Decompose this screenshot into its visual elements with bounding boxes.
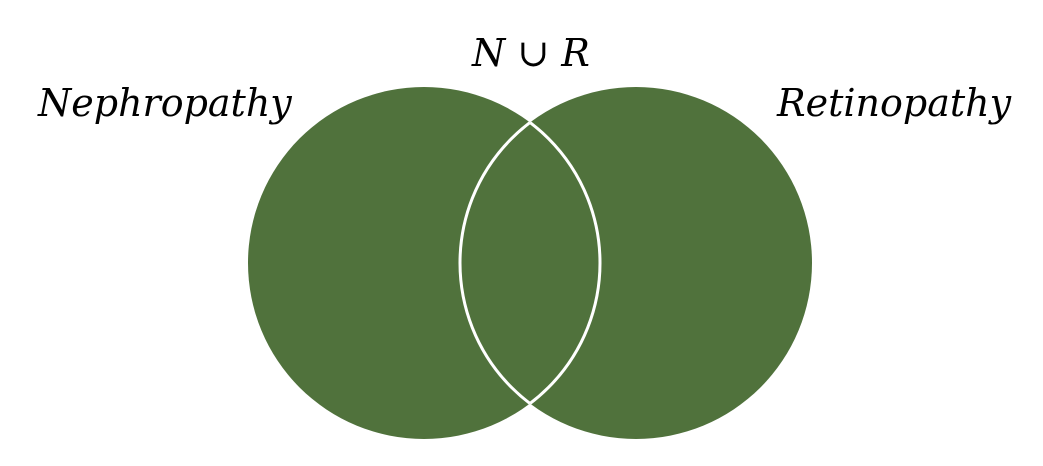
union-label: N ∪ R bbox=[472, 31, 590, 75]
nephropathy-label: Nephropathy bbox=[38, 81, 292, 125]
retinopathy-circle-outline bbox=[458, 87, 600, 439]
retinopathy-label: Retinopathy bbox=[777, 81, 1012, 125]
retinopathy-circle bbox=[460, 87, 812, 439]
nephropathy-circle-outline bbox=[460, 87, 602, 439]
